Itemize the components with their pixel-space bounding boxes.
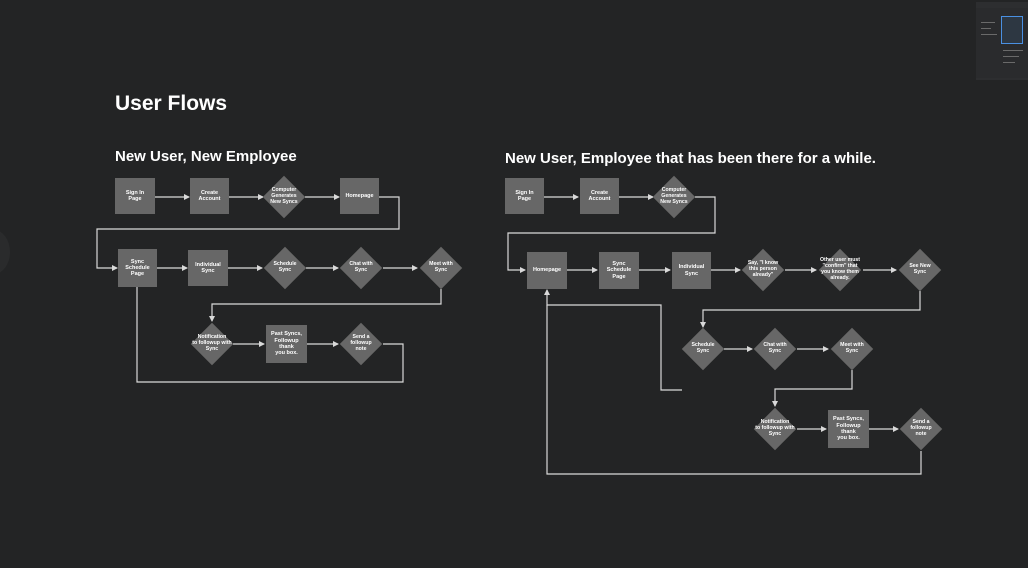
edge-meet-notification	[209, 289, 442, 322]
flow-2-homepage[interactable]: Homepage	[527, 252, 567, 289]
flow-1-connectors	[96, 194, 442, 383]
flow-1-title: New User, New Employee	[115, 148, 297, 165]
minimap-content	[1003, 50, 1023, 51]
edge-computer-homepage	[507, 196, 716, 273]
flow-1-homepage[interactable]: Homepage	[340, 178, 379, 214]
edge-homepage-syncschedule	[96, 196, 400, 271]
edge-schedule-back-homepage	[544, 289, 682, 391]
edge-seenew-schedule	[700, 291, 921, 328]
minimap-content	[981, 34, 997, 35]
minimap-content	[1003, 56, 1019, 57]
edge-meet-notification	[772, 370, 853, 407]
minimap-content	[981, 28, 991, 29]
scroll-knob[interactable]	[0, 230, 10, 274]
flow-2-connectors	[507, 194, 922, 475]
minimap-content	[981, 22, 995, 23]
minimap-content	[1003, 62, 1015, 63]
minimap-viewport[interactable]	[1001, 16, 1023, 44]
edge-send-loop	[546, 305, 922, 475]
canvas-title: User Flows	[115, 92, 228, 115]
edge-send-loop	[136, 287, 404, 383]
flow-2-title: New User, Employee that has been there f…	[505, 150, 876, 167]
canvas-minimap[interactable]	[976, 2, 1028, 80]
